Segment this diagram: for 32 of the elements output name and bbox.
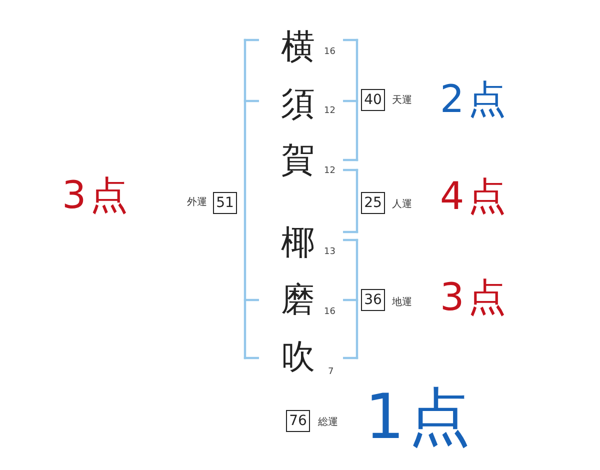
fortune-category-label: 天運	[392, 96, 412, 106]
fortune-score: 2点	[440, 80, 510, 118]
stroke-count: 16	[324, 308, 336, 317]
fortune-category-label: 総運	[318, 418, 338, 428]
number-frame	[361, 89, 385, 111]
fortune-number: 36	[364, 293, 382, 307]
fortune-score: 4点	[440, 177, 510, 215]
name-character: 椰	[281, 226, 315, 260]
name-character: 須	[281, 87, 315, 121]
fortune-number: 76	[289, 414, 307, 428]
fortune-score: 3点	[62, 176, 132, 214]
stroke-count: 13	[324, 248, 336, 257]
fortune-score: 3点	[440, 278, 510, 316]
fortune-number: 40	[364, 93, 382, 107]
stroke-count: 16	[324, 48, 336, 57]
number-frame	[361, 192, 385, 214]
stroke-count: 12	[324, 167, 336, 176]
name-character: 磨	[281, 283, 315, 317]
name-character: 横	[281, 30, 315, 64]
number-frame	[286, 410, 310, 432]
fortune-number: 25	[364, 196, 382, 210]
fortune-category-label: 外運	[187, 198, 207, 208]
number-frame	[213, 192, 237, 214]
fortune-category-label: 人運	[392, 200, 412, 210]
stroke-count: 12	[324, 107, 336, 116]
number-frame	[361, 289, 385, 311]
name-character: 吹	[281, 340, 315, 374]
fortune-category-label: 地運	[392, 298, 412, 308]
stroke-count: 7	[328, 368, 334, 377]
fortune-score: 1点	[365, 386, 474, 448]
fortune-number: 51	[216, 196, 234, 210]
name-character: 賀	[281, 143, 315, 177]
